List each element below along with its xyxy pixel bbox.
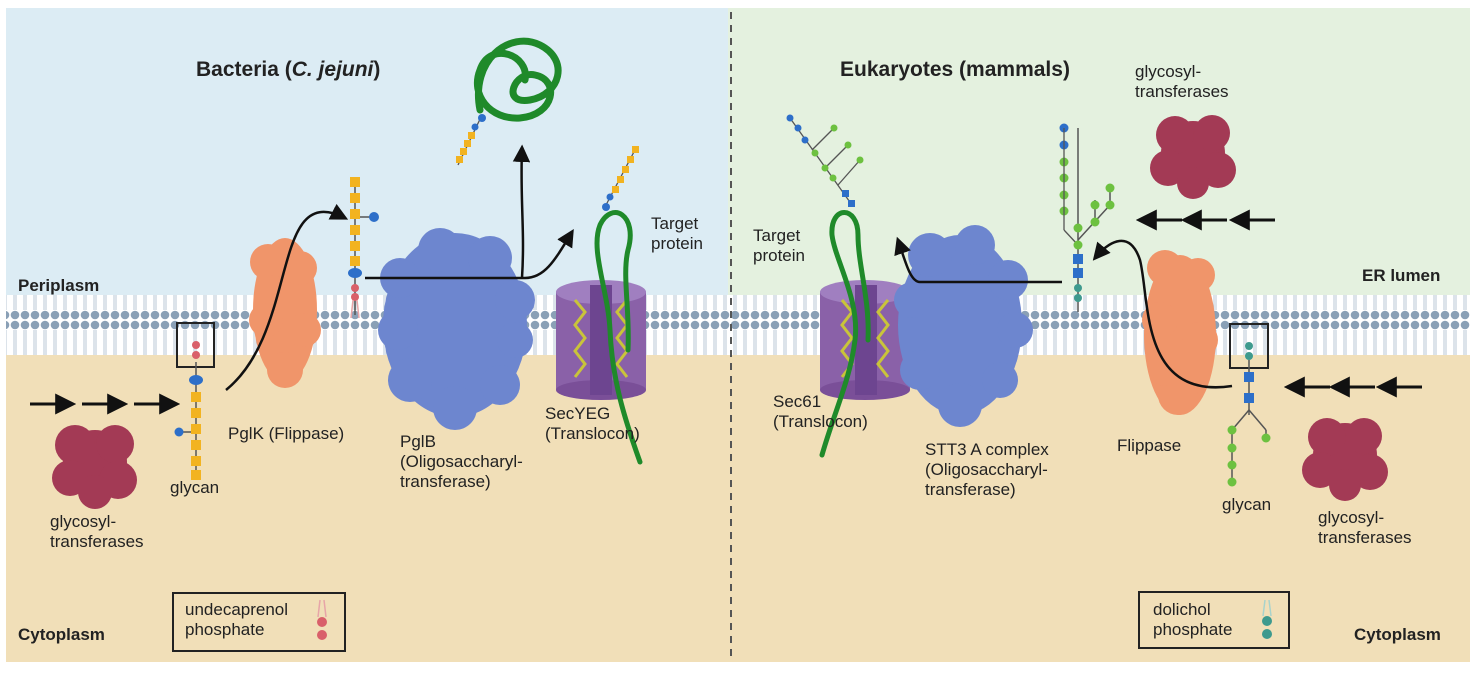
cytoplasm-region	[6, 350, 1470, 662]
bacteria-title: Bacteria (C. jejuni)	[196, 58, 381, 81]
glycosyltransferase-blob-er	[1150, 115, 1236, 199]
periplasm-region	[6, 8, 728, 300]
bacterial-glycan-cytoplasm	[174, 362, 203, 480]
undecaprenol-legend-box	[172, 592, 346, 652]
glycan-label-eukaryote: glycan	[1222, 495, 1272, 514]
glycosyltransferases-label-bacteria: glycosyl- transferases	[50, 512, 144, 551]
glycosyltransferases-label-er: glycosyl- transferases	[1135, 62, 1229, 101]
bacterial-glycan-periplasm	[348, 177, 379, 319]
transfer-arrow	[365, 229, 574, 280]
cytoplasm-label-eukaryote: Cytoplasm	[1354, 625, 1441, 644]
stt3a-ost	[894, 225, 1033, 427]
stt3a-label: STT3 A complex (Oligosaccharyl- transfer…	[925, 440, 1049, 499]
dolichol-legend-box	[1138, 591, 1290, 649]
cytoplasm-label-bacteria: Cytoplasm	[18, 625, 105, 644]
flip-arrow-eukaryote	[1092, 239, 1233, 389]
eukaryote-glycan-lumen	[1059, 123, 1115, 312]
secyeg-label: SecYEG (Translocon)	[545, 404, 640, 443]
glycan-label-bacteria: glycan	[170, 478, 220, 497]
glycosyltransferase-blob-bacteria	[52, 425, 137, 509]
transfer-arrow-eukaryote	[894, 236, 1062, 284]
periplasm-label: Periplasm	[18, 276, 100, 295]
pglk-flippase	[249, 238, 321, 388]
target-protein-label-bacteria: Target protein	[651, 214, 703, 253]
secyeg-translocon	[556, 280, 646, 400]
target-protein-bacteria	[594, 210, 643, 465]
flip-arrow	[225, 203, 349, 391]
flippase-label-eukaryote: Flippase	[1117, 436, 1182, 455]
target-glycan-bacteria	[602, 146, 639, 211]
glycosyltransferase-blob-cyto-eukaryote	[1302, 418, 1388, 501]
dolichol-phosphate-legend: dolichol phosphate	[1153, 600, 1233, 639]
eukaryotes-title: Eukaryotes (mammals)	[840, 58, 1070, 81]
glycosyltransferases-label-eukaryote: glycosyl- transferases	[1318, 508, 1412, 547]
eukaryote-glycan-cytoplasm	[1227, 360, 1271, 487]
target-protein-label-eukaryote: Target protein	[753, 226, 805, 265]
pglk-flippase-label: PglK (Flippase)	[228, 424, 345, 443]
target-protein-eukaryote	[819, 210, 871, 458]
sec61-label: Sec61 (Translocon)	[773, 392, 868, 431]
target-glycan-eukaryote	[786, 114, 864, 207]
release-arrow	[512, 144, 531, 279]
pglb-ost	[378, 228, 535, 430]
undecaprenol-phosphate-legend: undecaprenol phosphate	[185, 600, 289, 639]
pglb-label: PglB (Oligosaccharyl- transferase)	[400, 432, 523, 491]
released-glycoprotein	[456, 37, 562, 166]
flippase-eukaryote	[1142, 250, 1218, 415]
er-lumen-label: ER lumen	[1362, 266, 1441, 285]
